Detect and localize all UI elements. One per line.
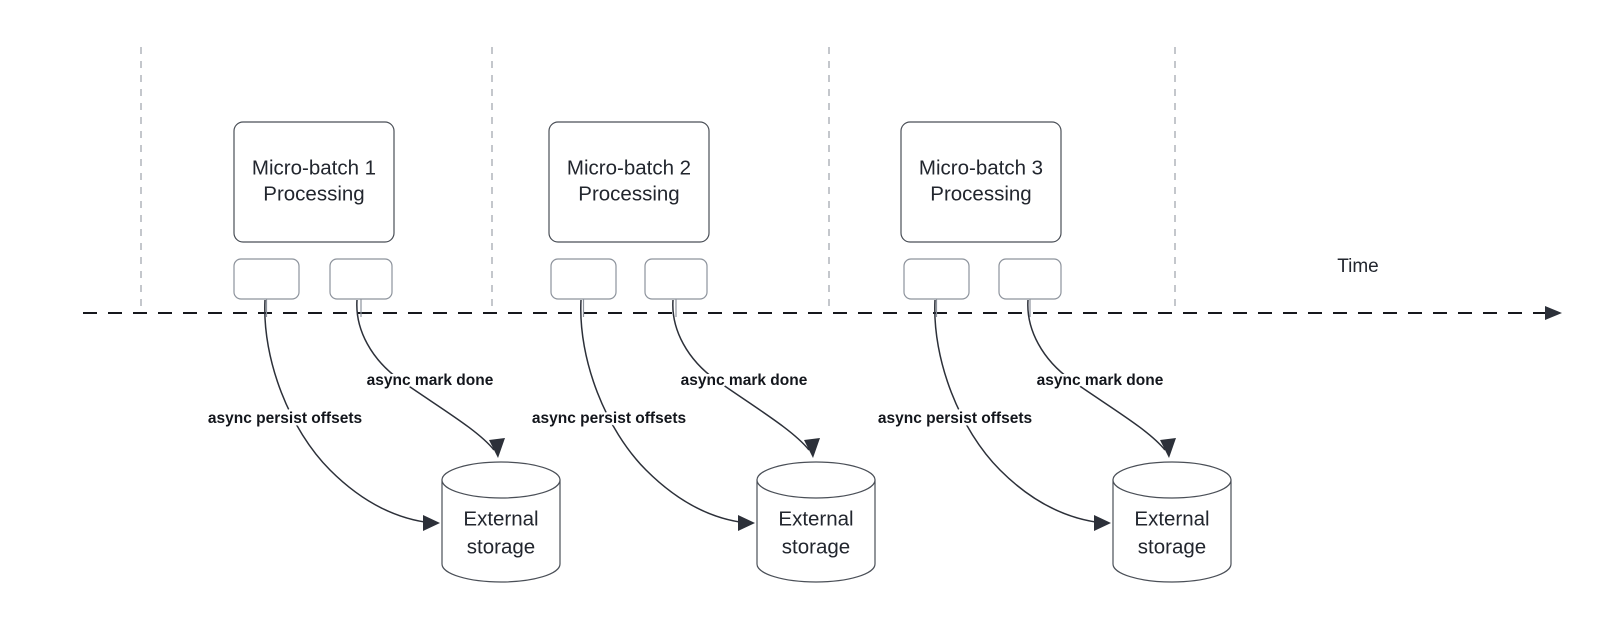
batch-3-async-persist-offsets-arrowhead bbox=[1094, 515, 1111, 531]
batch-2-async-mark-done-arrowhead bbox=[804, 438, 820, 458]
batch-2-async-persist-offsets-label-halo: async persist offsets bbox=[532, 410, 686, 427]
batch-2-async-persist-offsets-label: async persist offsets bbox=[532, 410, 686, 427]
batch-3-async-mark-done-path bbox=[1027, 299, 1166, 451]
batch-2-process-box-line1: Micro-batch 2 bbox=[567, 156, 691, 179]
batch-1-storage-label-line1: External bbox=[463, 507, 538, 530]
batch-2-async-mark-done-label-halo: async mark done bbox=[681, 372, 808, 389]
batch-1-async-mark-done-label: async mark done bbox=[367, 372, 494, 389]
batch-3-storage-top bbox=[1112, 461, 1232, 499]
batch-2-persist-offsets-task[interactable] bbox=[550, 258, 617, 300]
batch-1-async-persist-offsets-label-halo: async persist offsets bbox=[208, 410, 362, 427]
batch-1-storage-top bbox=[441, 461, 561, 499]
batch-3-async-persist-offsets-label: async persist offsets bbox=[878, 410, 1032, 427]
batch-2-storage-body[interactable] bbox=[756, 479, 876, 583]
batch-3-async-mark-done-label-halo: async mark done bbox=[1037, 372, 1164, 389]
batch-1-async-persist-offsets-arrowhead bbox=[423, 515, 440, 531]
batch-3-async-persist-offsets-label-halo: async persist offsets bbox=[878, 410, 1032, 427]
batch-2-storage-label-line2: storage bbox=[782, 535, 850, 558]
batch-1-async-mark-done-path bbox=[356, 299, 495, 451]
time-axis-label: Time bbox=[1337, 256, 1379, 277]
flow-arrows-group bbox=[264, 299, 1176, 531]
batch-3-async-persist-offsets-path bbox=[934, 299, 1104, 524]
divider-lines-group bbox=[140, 47, 1176, 313]
edge-labels-group: async persist offsets async persist offse… bbox=[205, 370, 1166, 430]
batch-2-storage-label-line1: External bbox=[778, 507, 853, 530]
time-axis-arrowhead bbox=[1545, 306, 1562, 320]
batch-3-process-box-line1: Micro-batch 3 bbox=[919, 156, 1043, 179]
batch-2-process-box-line2: Processing bbox=[578, 182, 679, 205]
batch-2-async-mark-done-label: async mark done bbox=[681, 372, 808, 389]
batch-2-async-mark-done-path bbox=[672, 299, 810, 451]
batch-1-persist-offsets-task[interactable] bbox=[233, 258, 300, 300]
batch-2-async-persist-offsets-arrowhead bbox=[738, 515, 755, 531]
batch-1-process-box-line1: Micro-batch 1 bbox=[252, 156, 376, 179]
time-axis-group: Time bbox=[83, 256, 1562, 320]
batch-1-process-box-line2: Processing bbox=[263, 182, 364, 205]
batch-1-async-mark-done-arrowhead bbox=[489, 438, 505, 458]
batch-1-mark-done-task[interactable] bbox=[329, 258, 393, 300]
batch-3-async-mark-done-arrowhead bbox=[1160, 438, 1176, 458]
batch-3-mark-done-task[interactable] bbox=[998, 258, 1062, 300]
batch-2-storage-top bbox=[756, 461, 876, 499]
batch-1-async-persist-offsets-path bbox=[264, 299, 433, 524]
batch-3-async-mark-done-label: async mark done bbox=[1037, 372, 1164, 389]
batch-3-process-box-line2: Processing bbox=[930, 182, 1031, 205]
batch-3-storage-label-line2: storage bbox=[1138, 535, 1206, 558]
batch-3-storage-label-line1: External bbox=[1134, 507, 1209, 530]
batch-3-storage-body[interactable] bbox=[1112, 479, 1232, 583]
batch-2-mark-done-task[interactable] bbox=[644, 258, 708, 300]
batch-2-async-persist-offsets-path bbox=[580, 299, 748, 524]
batch-1-process-box[interactable] bbox=[233, 121, 395, 243]
batch-3-process-box[interactable] bbox=[900, 121, 1062, 243]
batch-1-storage-label-line2: storage bbox=[467, 535, 535, 558]
batch-1-async-persist-offsets-label: async persist offsets bbox=[208, 410, 362, 427]
batch-3-persist-offsets-task[interactable] bbox=[903, 258, 970, 300]
batch-1-async-mark-done-label-halo: async mark done bbox=[367, 372, 494, 389]
batch-1-storage-body[interactable] bbox=[441, 479, 561, 583]
batch-2-process-box[interactable] bbox=[548, 121, 710, 243]
